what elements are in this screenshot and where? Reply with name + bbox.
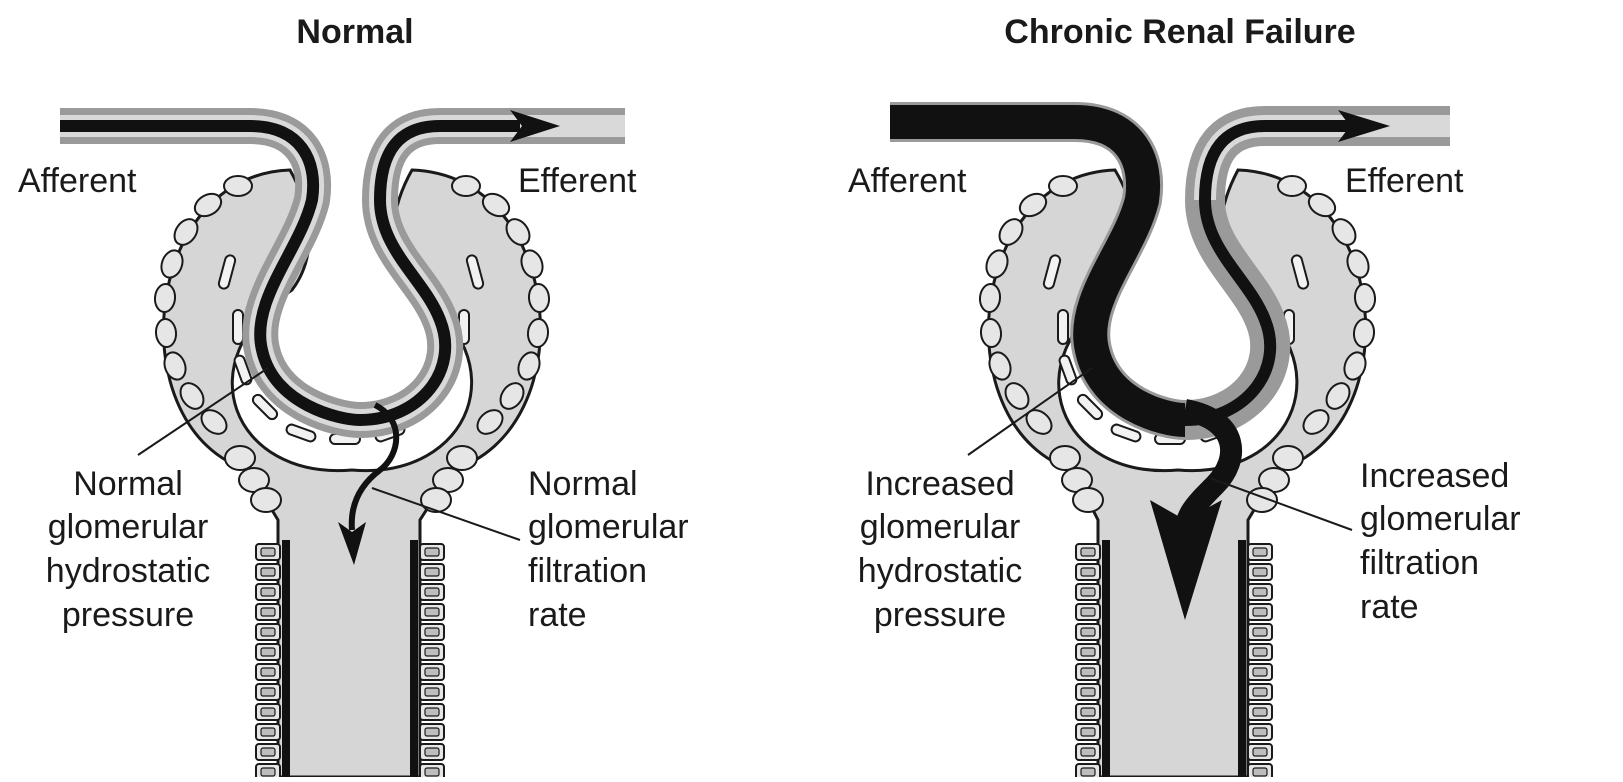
svg-text:filtration: filtration [528,552,647,590]
panel-title: Normal [296,13,413,51]
pressure-label: Increased glomerular hydrostatic pressur… [858,465,1022,634]
svg-text:glomerular: glomerular [528,508,689,546]
svg-text:Increased: Increased [865,465,1014,503]
bowmans-capsule [163,170,540,777]
bowmans-capsule [988,170,1365,777]
tubule-wall-left [282,540,290,777]
tubule-cells-right [1248,544,1272,777]
svg-text:hydrostatic: hydrostatic [46,552,210,590]
svg-text:filtration: filtration [1360,544,1479,582]
svg-text:glomerular: glomerular [860,508,1021,546]
svg-text:Increased: Increased [1360,457,1509,495]
tubule-cells-right [420,544,444,777]
svg-text:glomerular: glomerular [48,508,209,546]
tubule-cells-left [256,544,280,777]
tubule-wall-left [1102,540,1110,777]
svg-text:glomerular: glomerular [1360,500,1521,538]
svg-text:pressure: pressure [62,596,194,634]
gfr-label: Increased glomerular filtration rate [1360,457,1521,626]
svg-text:hydrostatic: hydrostatic [858,552,1022,590]
panel-title: Chronic Renal Failure [1004,13,1355,51]
efferent-label: Efferent [518,162,637,200]
pressure-label: Normal glomerular hydrostatic pressure [46,465,210,634]
gfr-label: Normal glomerular filtration rate [528,465,689,634]
svg-text:rate: rate [1360,588,1419,626]
svg-text:rate: rate [528,596,587,634]
tubule-wall-right [1238,540,1246,777]
afferent-label: Afferent [848,162,967,200]
afferent-label: Afferent [18,162,137,200]
efferent-label: Efferent [1345,162,1464,200]
panel-chronic-renal-failure: Chronic Renal Failure [848,13,1521,777]
svg-text:pressure: pressure [874,596,1006,634]
tubule-cells-left [1076,544,1100,777]
svg-text:Normal: Normal [73,465,183,503]
svg-text:Normal: Normal [528,465,638,503]
tubule-wall-right [410,540,418,777]
panel-normal: Normal [18,13,689,777]
